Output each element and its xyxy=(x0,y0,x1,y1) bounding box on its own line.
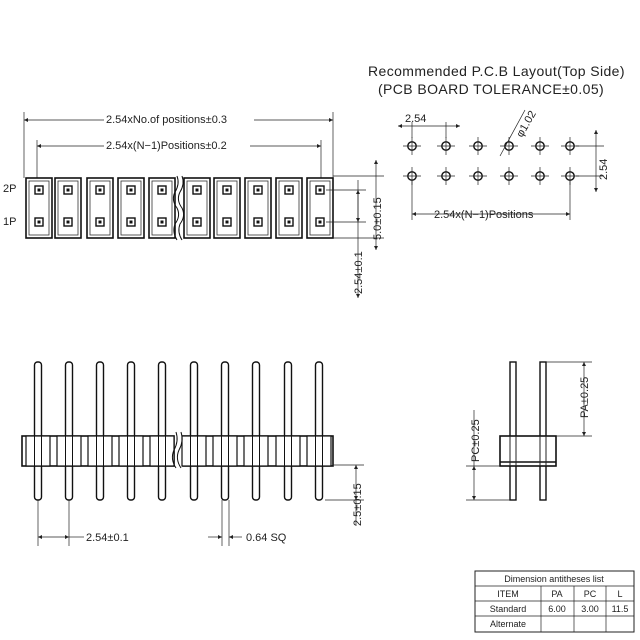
pin-square-center xyxy=(225,188,229,192)
front-pin xyxy=(220,361,230,501)
pin-square-center xyxy=(160,220,164,224)
pin-square-center xyxy=(129,220,133,224)
top-pin-squares xyxy=(34,185,325,227)
front-housing-cell xyxy=(56,435,82,467)
pcb-hole-diameter-label: φ1.02 xyxy=(514,109,539,140)
housing-cell-inner xyxy=(89,180,111,236)
front-housing xyxy=(21,431,334,469)
front-housing-cell xyxy=(181,435,207,467)
pcb-row-pitch-label: 2.54 xyxy=(598,159,610,180)
front-pin xyxy=(283,361,293,501)
pin-square-center xyxy=(66,188,70,192)
housing-cell-inner xyxy=(186,180,208,236)
pcb-layout-title: Recommended P.C.B Layout(Top Side) xyxy=(368,63,625,79)
pin-square-center xyxy=(160,188,164,192)
table-header-cell: PC xyxy=(584,589,597,599)
side-view: PA±0.25 PC±0.25 xyxy=(466,361,592,501)
row-pitch-label: 2.54±0.1 xyxy=(353,251,365,294)
front-pin xyxy=(251,361,261,501)
span-length-label: 2.54x(N−1)Positions±0.2 xyxy=(106,140,227,152)
front-pin xyxy=(126,361,136,501)
pcb-tolerance-note: (PCB BOARD TOLERANCE±0.05) xyxy=(378,81,604,97)
table-cell: 6.00 xyxy=(548,604,566,614)
pin-square-center xyxy=(66,220,70,224)
front-pin xyxy=(189,361,199,501)
pin-square-center xyxy=(98,188,102,192)
pin-square-center xyxy=(225,220,229,224)
overall-length-label: 2.54xNo.of positions±0.3 xyxy=(106,114,227,126)
break-mark xyxy=(171,431,178,469)
pin-size-label: 0.64 SQ xyxy=(246,532,287,544)
housing-cell-inner xyxy=(120,180,142,236)
table-header-cell: L xyxy=(617,589,622,599)
front-housing-cell xyxy=(87,435,113,467)
break-mark xyxy=(176,431,183,469)
front-housing-cell xyxy=(25,435,51,467)
row-label-2p: 2P xyxy=(3,183,16,195)
pin-square-center xyxy=(256,188,260,192)
housing-cell-inner xyxy=(309,180,331,236)
front-housing-cell xyxy=(149,435,175,467)
front-pin xyxy=(64,361,74,501)
top-view: 2.54xNo.of positions±0.3 2.54x(N−1)Posit… xyxy=(3,112,384,298)
table-cell: Standard xyxy=(490,604,527,614)
table-title: Dimension antitheses list xyxy=(504,574,604,584)
table-header-cell: ITEM xyxy=(497,589,519,599)
row-label-1p: 1P xyxy=(3,216,16,228)
housing-cell-inner xyxy=(247,180,269,236)
housing-cell-inner xyxy=(278,180,300,236)
housing-cell-inner xyxy=(151,180,173,236)
pin-square-center xyxy=(256,220,260,224)
front-pin xyxy=(314,361,324,501)
front-housing-cell xyxy=(275,435,301,467)
table-cell: 3.00 xyxy=(581,604,599,614)
pa-dimension-label: PA±0.25 xyxy=(579,377,591,418)
pin-square-center xyxy=(287,188,291,192)
pin-square-center xyxy=(318,188,322,192)
pcb-hole-grid xyxy=(403,137,579,185)
break-mark xyxy=(172,175,180,241)
table-cell: Alternate xyxy=(490,619,526,629)
pin-square-center xyxy=(195,188,199,192)
pin-square-center xyxy=(318,220,322,224)
pcb-layout-view: Recommended P.C.B Layout(Top Side) (PCB … xyxy=(368,63,625,221)
break-mark xyxy=(177,175,185,241)
table-cell: 11.5 xyxy=(612,604,629,614)
front-pin xyxy=(33,361,43,501)
pcb-pitch-label: 2.54 xyxy=(405,113,426,125)
pc-dimension-label: PC±0.25 xyxy=(470,419,482,462)
pin-square-center xyxy=(129,188,133,192)
tail-length-label: 2.5±0.15 xyxy=(352,483,364,526)
front-housing-cell xyxy=(118,435,144,467)
housing-cell-inner xyxy=(28,180,50,236)
front-pin xyxy=(95,361,105,501)
front-view: 2.54±0.1 0.64 SQ 2.5±0.15 xyxy=(21,361,364,546)
pin-square-center xyxy=(37,220,41,224)
pin-square-center xyxy=(195,220,199,224)
front-housing-cell xyxy=(212,435,238,467)
housing-cell-inner xyxy=(216,180,238,236)
front-pins xyxy=(33,361,324,501)
table-header-cell: PA xyxy=(551,589,562,599)
pin-square-center xyxy=(287,220,291,224)
front-pitch-label: 2.54±0.1 xyxy=(86,532,129,544)
pcb-span-label: 2.54x(N−1)Positions xyxy=(434,209,534,221)
housing-height-label: 5.0±0.15 xyxy=(372,197,384,240)
front-housing-cell xyxy=(306,435,332,467)
front-housing-cell xyxy=(243,435,269,467)
dimension-table: Dimension antitheses list ITEM PA PC L Stand… xyxy=(474,570,635,633)
pin-square-center xyxy=(37,188,41,192)
front-pin xyxy=(157,361,167,501)
pin-square-center xyxy=(98,220,102,224)
housing-cell-inner xyxy=(57,180,79,236)
